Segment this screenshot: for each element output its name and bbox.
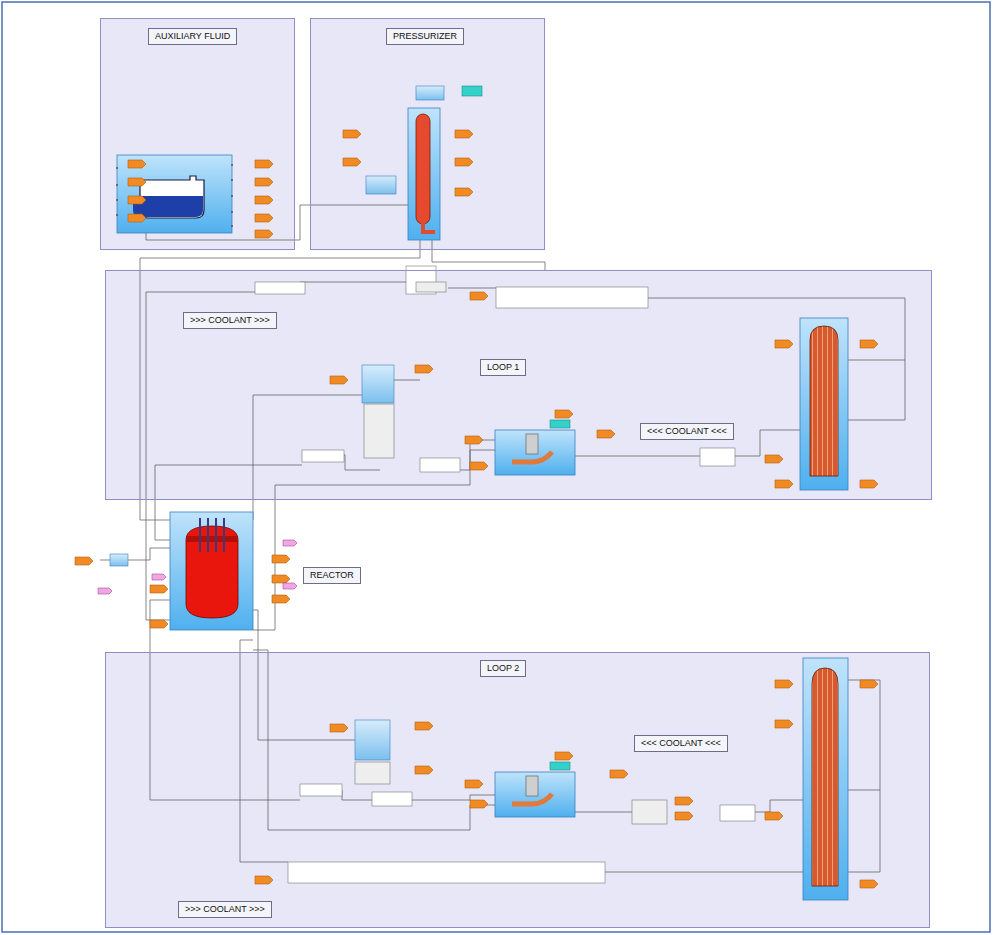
- flow-direction-label: <<< COOLANT <<<: [640, 423, 734, 440]
- heading-label: REACTOR: [303, 567, 361, 584]
- subsystem-panel: AUXILIARY FLUID: [100, 18, 295, 250]
- heading-label: LOOP 1: [480, 359, 526, 376]
- flow-direction-label: >>> COOLANT >>>: [183, 312, 277, 329]
- heading-label: AUXILIARY FLUID: [148, 28, 237, 45]
- flow-direction-label: >>> COOLANT >>>: [178, 901, 272, 918]
- flow-direction-label: <<< COOLANT <<<: [634, 735, 728, 752]
- subsystem-panel: LOOP 2: [105, 652, 930, 928]
- heading-label: PRESSURIZER: [386, 28, 464, 45]
- heading-label: LOOP 2: [480, 660, 526, 677]
- block-label: REACTOR: [303, 567, 361, 584]
- subsystem-panel: LOOP 1: [105, 270, 932, 500]
- subsystem-panel: PRESSURIZER: [310, 18, 545, 250]
